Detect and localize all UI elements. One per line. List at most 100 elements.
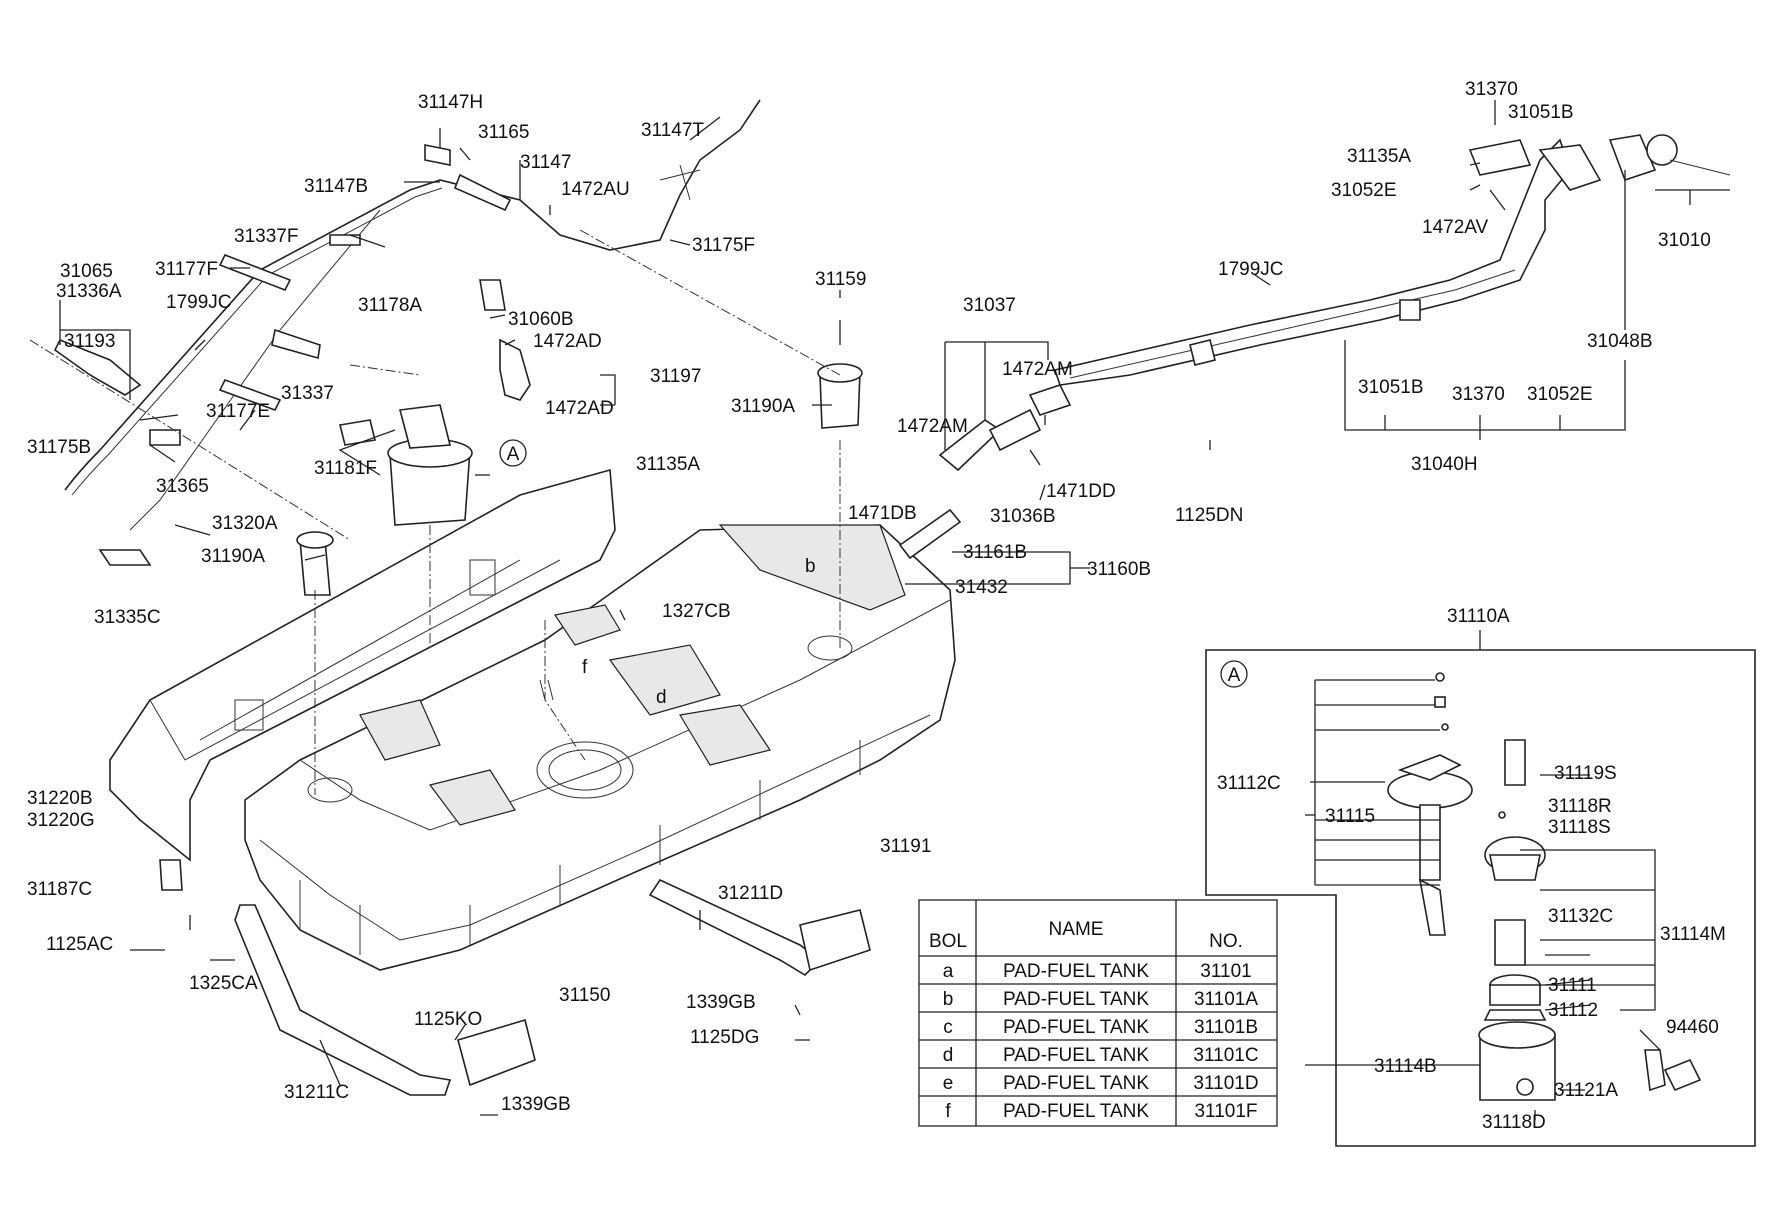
table-header-no: NO.: [1209, 931, 1243, 952]
label-31197: 31197: [650, 366, 701, 387]
part-labels: 31147H 31165 31147 1472AU 31147T 31147B …: [27, 79, 1726, 1133]
label-31052E-top: 31052E: [1331, 180, 1397, 201]
label-1339GB-right: 1339GB: [686, 992, 756, 1013]
table-cell-bol: d: [943, 1045, 954, 1066]
table-cell-name: PAD-FUEL TANK: [1003, 989, 1149, 1010]
label-31111: 31111: [1548, 975, 1597, 996]
table-cell-no: 31101C: [1193, 1045, 1258, 1066]
label-31161B: 31161B: [963, 542, 1027, 563]
label-1339GB-bottom: 1339GB: [501, 1094, 571, 1115]
table-row: c PAD-FUEL TANK 31101B: [943, 1017, 1258, 1038]
label-1125KO: 1125KO: [414, 1009, 482, 1030]
table-cell-name: PAD-FUEL TANK: [1003, 1101, 1149, 1122]
label-31052E-bottom: 31052E: [1527, 384, 1593, 405]
marker-a-tank: A: [499, 439, 527, 467]
table-cell-name: PAD-FUEL TANK: [1003, 961, 1149, 982]
label-31037: 31037: [963, 295, 1016, 316]
label-31181F: 31181F: [314, 458, 377, 479]
leader-lines: [59, 100, 1730, 1120]
label-31010: 31010: [1658, 230, 1711, 251]
label-31114B: 31114B: [1374, 1056, 1437, 1077]
label-1471DD: 1471DD: [1046, 481, 1116, 502]
marker-a-box: A: [1220, 660, 1248, 688]
label-31175B: 31175B: [27, 437, 91, 458]
table-cell-bol: b: [943, 989, 954, 1010]
label-31121A: 31121A: [1554, 1080, 1618, 1101]
label-31119S: 31119S: [1554, 763, 1617, 784]
label-31175F: 31175F: [692, 235, 755, 256]
pump-assembly-box: [1205, 630, 1756, 1147]
table-cell-bol: e: [943, 1073, 954, 1094]
table-cell-no: 31101F: [1194, 1101, 1257, 1122]
label-31370-top: 31370: [1465, 79, 1518, 100]
label-1472AM-left: 1472AM: [897, 416, 968, 437]
label-31040H: 31040H: [1411, 454, 1478, 475]
table-cell-bol: f: [945, 1101, 951, 1122]
label-1472AD-bottom: 1472AD: [545, 398, 614, 419]
label-1125AC: 1125AC: [46, 934, 113, 955]
label-1471DB: 1471DB: [848, 503, 917, 524]
label-31150: 31150: [559, 985, 610, 1006]
label-1799JC-left: 1799JC: [166, 292, 232, 313]
label-31135A-top: 31135A: [1347, 146, 1411, 167]
label-31147T: 31147T: [641, 120, 704, 141]
label-1472AM-right: 1472AM: [1002, 359, 1073, 380]
label-31190A-right: 31190A: [731, 396, 795, 417]
pad-letter-f: f: [582, 657, 588, 678]
label-1325CA: 1325CA: [189, 973, 258, 994]
label-31370-bottom: 31370: [1452, 384, 1505, 405]
label-31160B: 31160B: [1087, 559, 1151, 580]
pad-letter-d: d: [656, 687, 667, 708]
label-31337F: 31337F: [234, 226, 298, 247]
filler-neck-31040H: [898, 134, 1731, 560]
pad-letter-b: b: [805, 556, 816, 577]
table-row: b PAD-FUEL TANK 31101A: [943, 989, 1259, 1010]
label-31337: 31337: [281, 383, 334, 404]
label-31118D: 31118D: [1482, 1112, 1546, 1133]
label-31220G: 31220G: [27, 810, 95, 831]
marker-a-label: A: [507, 444, 520, 465]
label-1799JC-right: 1799JC: [1218, 259, 1284, 280]
table-cell-no: 31101B: [1194, 1017, 1258, 1038]
label-31220B: 31220B: [27, 788, 93, 809]
marker-a-box-label: A: [1228, 665, 1241, 686]
label-1125DG: 1125DG: [690, 1027, 759, 1048]
label-31336A: 31336A: [56, 281, 122, 302]
label-31118S: 31118S: [1548, 817, 1611, 838]
label-31147: 31147: [520, 152, 571, 173]
table-header-name: NAME: [1049, 919, 1104, 940]
label-31065: 31065: [60, 261, 113, 282]
label-31365: 31365: [156, 476, 209, 497]
label-31432: 31432: [955, 577, 1008, 598]
label-1125DN: 1125DN: [1175, 505, 1243, 526]
table-cell-name: PAD-FUEL TANK: [1003, 1017, 1149, 1038]
table-header-bol: BOL: [929, 931, 967, 952]
table-cell-name: PAD-FUEL TANK: [1003, 1073, 1149, 1094]
fuel-tank-31150: [109, 468, 956, 1096]
label-31051B-top: 31051B: [1508, 102, 1574, 123]
table-row: d PAD-FUEL TANK 31101C: [943, 1045, 1259, 1066]
label-31147B: 31147B: [304, 176, 368, 197]
label-31177F: 31177F: [155, 259, 218, 280]
label-31211C: 31211C: [284, 1082, 349, 1103]
label-31051B-bottom: 31051B: [1358, 377, 1424, 398]
label-1472AD-top: 1472AD: [533, 331, 602, 352]
pad-legend-table: BOL NAME NO. a PAD-FUEL TANK 31101 b PAD…: [918, 899, 1278, 1127]
label-1472AU: 1472AU: [561, 179, 630, 200]
label-31159: 31159: [815, 269, 866, 290]
label-31177E: 31177E: [206, 401, 270, 422]
table-row: a PAD-FUEL TANK 31101: [943, 961, 1252, 982]
label-31165: 31165: [478, 122, 529, 143]
table-cell-bol: a: [943, 961, 954, 982]
table-cell-name: PAD-FUEL TANK: [1003, 1045, 1149, 1066]
label-31335C: 31335C: [94, 607, 161, 628]
label-31060B: 31060B: [508, 309, 574, 330]
label-31110A: 31110A: [1447, 606, 1510, 627]
label-31112C: 31112C: [1217, 773, 1281, 794]
label-31112: 31112: [1548, 1000, 1598, 1021]
label-31190A-left: 31190A: [201, 546, 265, 567]
label-1327CB: 1327CB: [662, 601, 731, 622]
label-94460: 94460: [1666, 1017, 1719, 1038]
label-31193: 31193: [64, 331, 115, 352]
